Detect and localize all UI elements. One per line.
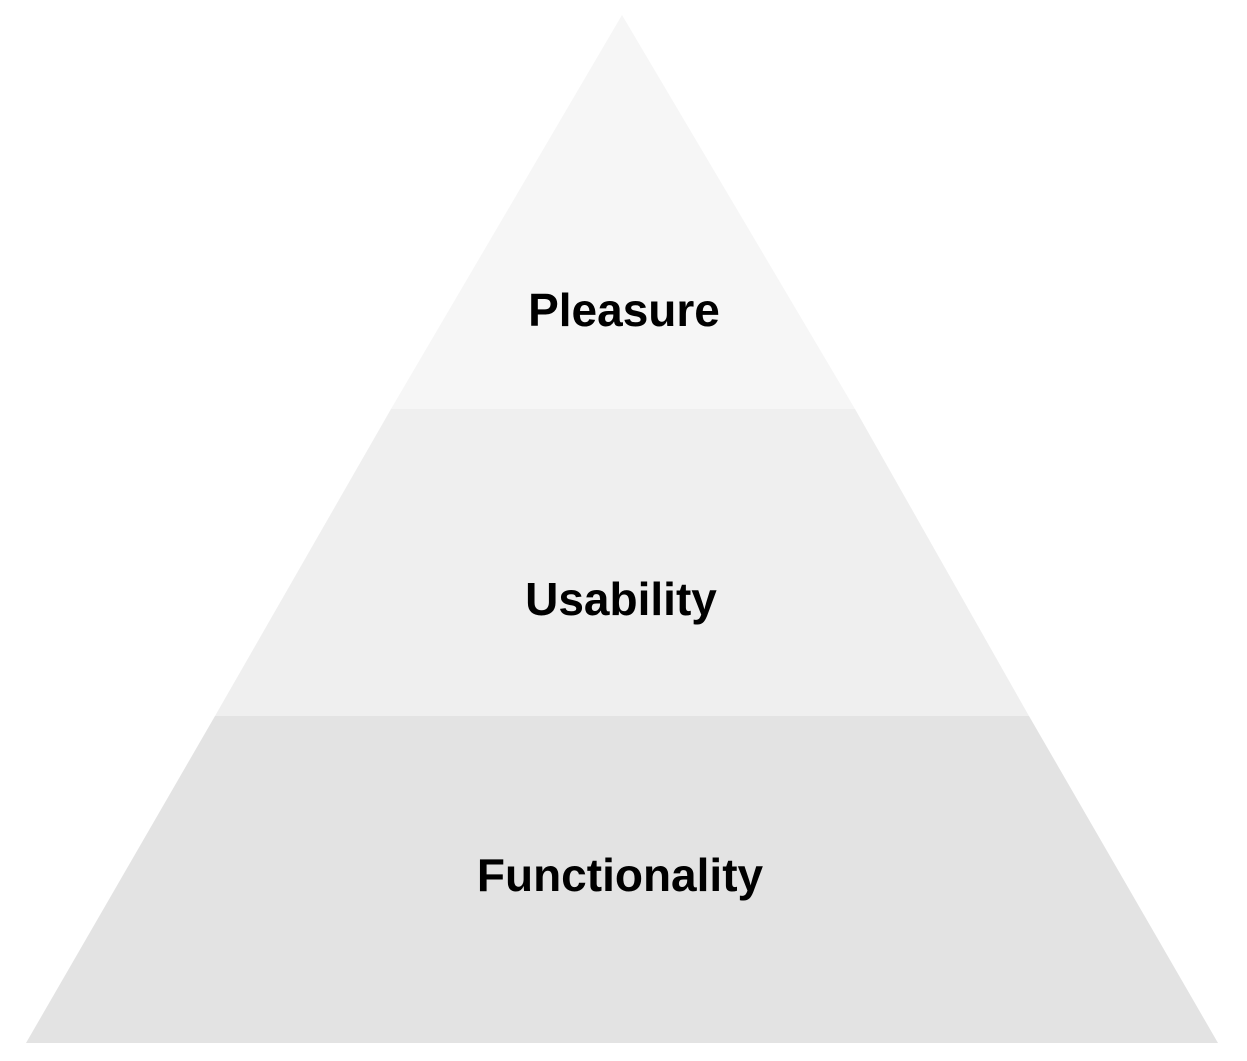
- pyramid-label-pleasure: Pleasure: [528, 284, 720, 336]
- pyramid-label-functionality: Functionality: [477, 849, 764, 901]
- pyramid-layer-usability: [215, 409, 1029, 716]
- pyramid-layer-pleasure: [391, 15, 855, 409]
- pyramid-label-usability: Usability: [525, 573, 717, 625]
- pyramid-layer-functionality: [26, 716, 1218, 1043]
